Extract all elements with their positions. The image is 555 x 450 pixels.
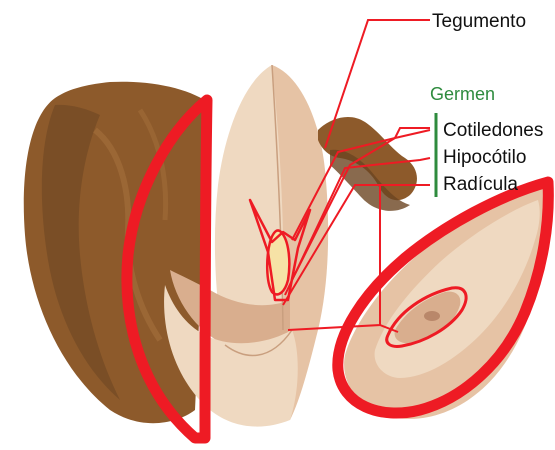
label-germen: Germen bbox=[430, 84, 495, 104]
right-kernel-half bbox=[344, 185, 547, 419]
label-radicula: Radícula bbox=[443, 174, 518, 195]
label-tegumento: Tegumento bbox=[432, 11, 526, 32]
label-hipocotilo: Hipocótilo bbox=[443, 147, 526, 168]
right-embryo-dot bbox=[424, 311, 440, 321]
label-cotiledones: Cotiledones bbox=[443, 120, 543, 141]
